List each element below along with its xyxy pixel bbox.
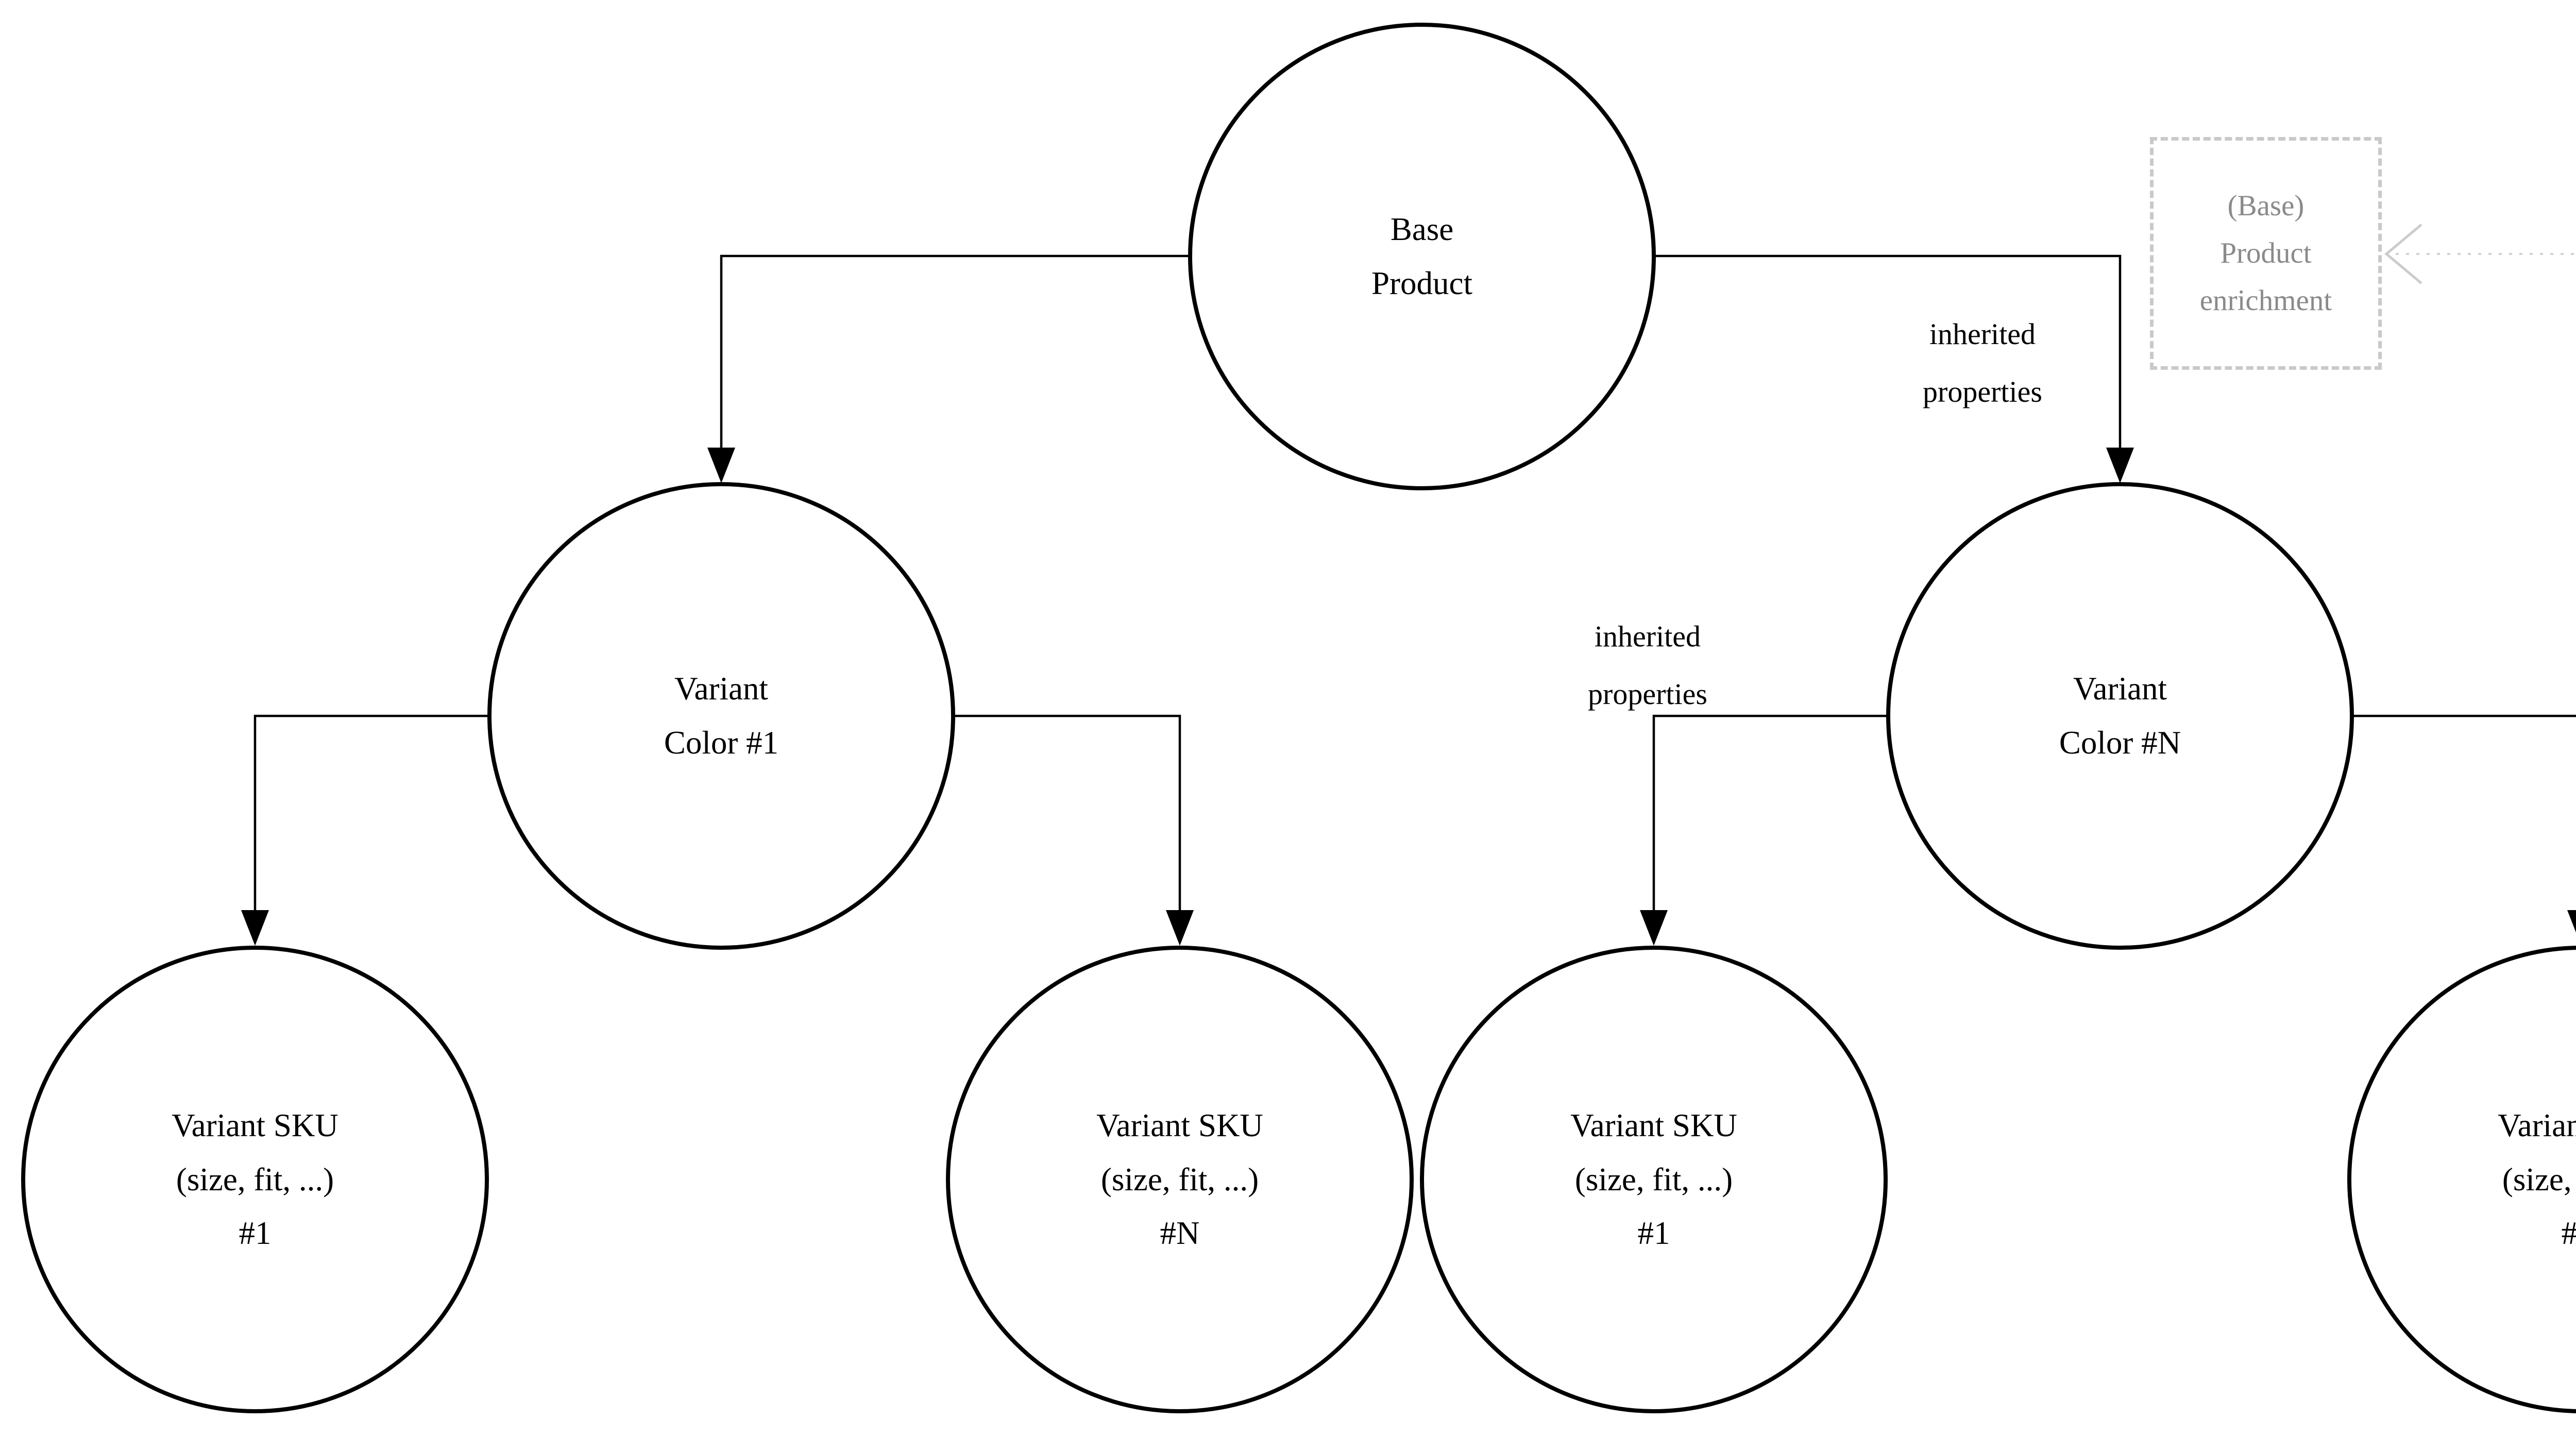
node-variant-sku-1a: Variant SKU (size, fit, ...) #1 <box>23 948 487 1411</box>
circle-variant-color-n <box>1886 482 2354 950</box>
down-arrow-icon-sku4 <box>2567 910 2576 933</box>
down-arrow-icon-sku2 <box>1166 910 1194 946</box>
node-variant-color-n: Variant Color #N <box>1888 484 2352 948</box>
node-variant-sku-1n: Variant SKU (size, fit, ...) #N <box>948 948 1412 1411</box>
enrichment-box-base: (Base) Product enrichment <box>2150 137 2382 370</box>
edge-label-line: properties <box>1923 375 2042 408</box>
edge-base-to-colorN <box>1653 254 2122 449</box>
node-circles <box>21 23 2576 1413</box>
node-label-line: Variant <box>2073 671 2167 707</box>
node-label-line: (size, fit, ...) <box>1574 1161 1733 1198</box>
node-label-line: Base <box>1390 211 1454 248</box>
node-label-line: (size, fit, ...) <box>1100 1161 1259 1198</box>
circle-variant-sku-n1 <box>1420 946 1888 1413</box>
edge-label-line: properties <box>1588 677 1707 711</box>
circle-variant-sku-1a <box>21 946 489 1413</box>
node-label-line: #1 <box>1637 1215 1670 1252</box>
circle-variant-sku-nn <box>2347 946 2576 1413</box>
node-label-line: Color #1 <box>664 725 779 761</box>
edge-base-to-color1 <box>720 254 1191 449</box>
node-label-line: (size, fit, ...) <box>176 1161 334 1198</box>
down-arrow-icon-sku3 <box>1640 910 1668 946</box>
left-chevron-arrow-icon-base-box <box>2384 224 2422 284</box>
enrichment-box-line: Product <box>2220 236 2312 269</box>
node-label-line: Variant SKU <box>1096 1107 1263 1144</box>
node-label-line: Product <box>1371 265 1472 301</box>
edge-color1-to-sku1 <box>253 714 490 912</box>
node-label-line: Variant SKU <box>172 1107 338 1144</box>
label-inherited-properties-top: inherited properties <box>1823 296 2142 430</box>
inheritance-arrowheads <box>241 448 2576 946</box>
edge-colorN-to-sku4 <box>2351 714 2576 717</box>
circle-variant-color-1 <box>487 482 955 950</box>
circle-base-product <box>1188 23 1656 490</box>
node-variant-sku-n1: Variant SKU (size, fit, ...) #1 <box>1422 948 1886 1411</box>
node-variant-color-1: Variant Color #1 <box>489 484 953 948</box>
node-label-line: (size, fit, ...) <box>2502 1161 2576 1198</box>
node-label-line: Variant SKU <box>1570 1107 1737 1144</box>
down-arrow-icon-sku1 <box>241 910 269 946</box>
overwrite-arrowheads <box>2384 224 2422 284</box>
node-label-line: Color #N <box>2059 725 2181 761</box>
down-arrow-icon-color1 <box>707 448 735 483</box>
enrichment-box-line: (Base) <box>2227 189 2304 222</box>
label-inherited-properties-mid: inherited properties <box>1488 598 1807 732</box>
edge-label-line: inherited <box>1929 317 2036 351</box>
node-label-line: #N <box>2561 1215 2576 1252</box>
node-label-line: Variant SKU <box>2498 1107 2576 1144</box>
edge-label-line: inherited <box>1594 620 1701 654</box>
edge-colorN-to-sku3 <box>1652 714 1889 912</box>
overwrite-path-color-to-base <box>2385 253 2576 255</box>
node-base-product: Base Product <box>1190 25 1654 488</box>
inheritance-edges <box>253 254 2576 912</box>
node-variant-sku-nn: Variant SKU (size, fit, ...) #N <box>2349 948 2576 1411</box>
edge-color1-to-sku2 <box>952 714 1181 912</box>
node-label-line: Variant <box>674 671 768 707</box>
down-arrow-icon-colorN <box>2106 448 2134 483</box>
node-label-line: #1 <box>239 1215 272 1252</box>
circle-variant-sku-1n <box>946 946 1414 1413</box>
enrichment-box-line: enrichment <box>2199 284 2332 317</box>
node-label-line: #N <box>1160 1215 1200 1252</box>
